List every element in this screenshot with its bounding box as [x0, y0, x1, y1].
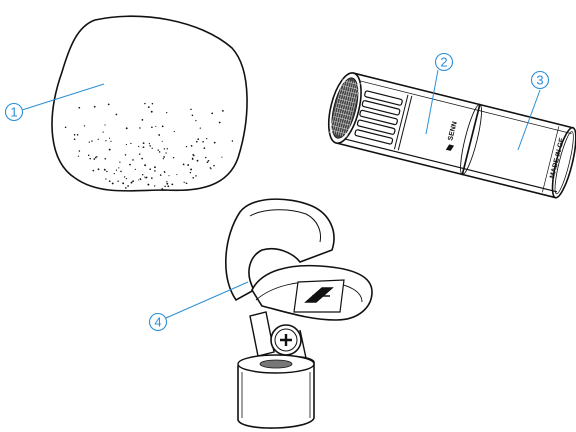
microphone-body: MADE IN GE [462, 105, 576, 200]
clamp-thread-adapter [238, 355, 314, 428]
callout-1: 1 [6, 104, 23, 121]
callout-1-number: 1 [10, 105, 17, 120]
windscreen-outline [52, 16, 247, 191]
callout-4-number: 4 [154, 315, 161, 330]
microphone: MADE IN GE SENN [323, 70, 576, 200]
microphone-clamp [226, 199, 372, 428]
callout-2: 2 [436, 54, 453, 71]
callout-4: 4 [150, 314, 167, 331]
foam-windscreen [52, 16, 247, 191]
callout-2-number: 2 [440, 55, 447, 70]
callout-3-number: 3 [536, 73, 543, 88]
callout-3: 3 [532, 72, 549, 89]
